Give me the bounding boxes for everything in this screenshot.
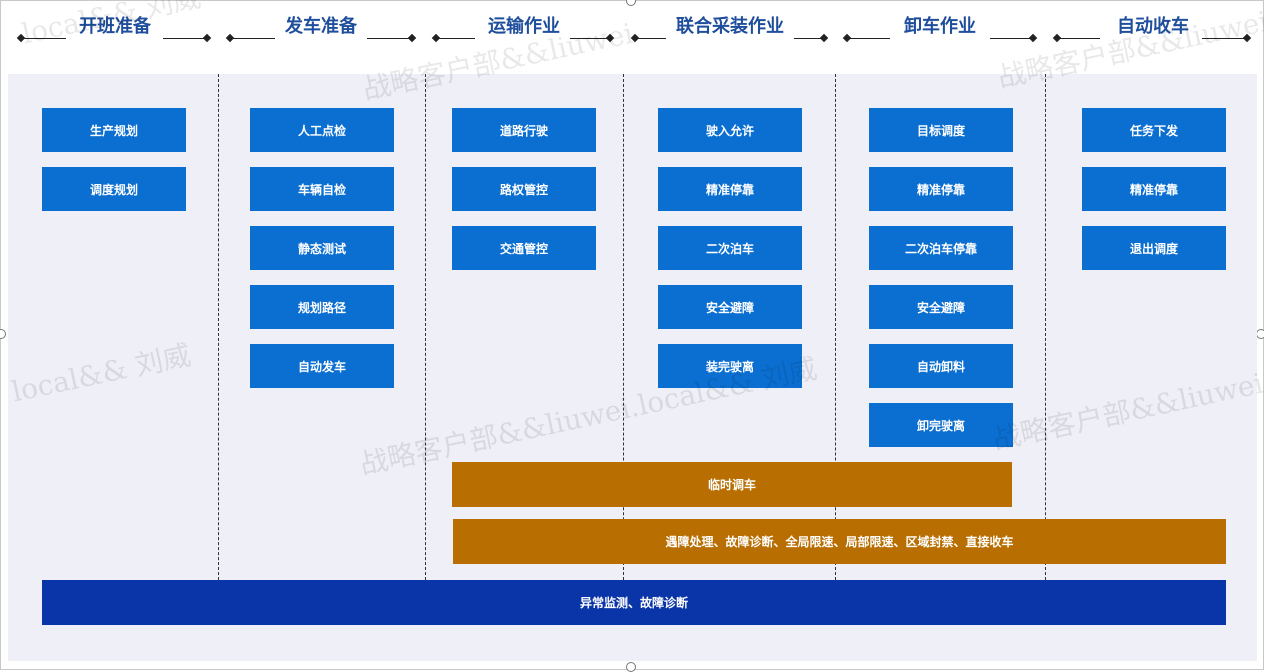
step-box[interactable]: 自动卸料 — [869, 344, 1013, 388]
step-box[interactable]: 精准停靠 — [869, 167, 1013, 211]
step-box[interactable]: 路权管控 — [452, 167, 596, 211]
header-line — [990, 38, 1034, 39]
header-title-0: 开班准备 — [79, 16, 151, 37]
header-title-1: 发车准备 — [285, 16, 357, 37]
resize-handle-bottom[interactable] — [626, 662, 636, 672]
header-line — [367, 38, 413, 39]
header-title-5: 自动收车 — [1117, 16, 1189, 37]
temp-dispatch-bar[interactable]: 临时调车 — [452, 462, 1012, 507]
column-divider — [623, 74, 624, 580]
header-line — [1056, 38, 1100, 39]
fault-handling-bar[interactable]: 遇障处理、故障诊断、全局限速、局部限速、区域封禁、直接收车 — [453, 519, 1226, 564]
header-line — [794, 38, 824, 39]
header-line — [634, 38, 666, 39]
step-box[interactable]: 规划路径 — [250, 285, 394, 329]
step-box[interactable]: 驶入允许 — [658, 108, 802, 152]
header-line — [20, 38, 66, 39]
header-title-3: 联合采装作业 — [676, 16, 784, 37]
step-box[interactable]: 生产规划 — [42, 108, 186, 152]
header-line — [570, 38, 610, 39]
header-line — [1202, 38, 1246, 39]
step-box[interactable]: 二次泊车停靠 — [869, 226, 1013, 270]
header-line — [846, 38, 890, 39]
step-box[interactable]: 车辆自检 — [250, 167, 394, 211]
resize-handle-left[interactable] — [0, 329, 6, 339]
step-box[interactable]: 卸完驶离 — [869, 403, 1013, 447]
step-box[interactable]: 退出调度 — [1082, 226, 1226, 270]
step-box[interactable]: 装完驶离 — [658, 344, 802, 388]
resize-handle-right[interactable] — [1256, 329, 1264, 339]
header-title-2: 运输作业 — [488, 16, 560, 37]
step-box[interactable]: 安全避障 — [869, 285, 1013, 329]
resize-handle-top[interactable] — [626, 0, 636, 6]
header-title-4: 卸车作业 — [904, 16, 976, 37]
step-box[interactable]: 精准停靠 — [658, 167, 802, 211]
column-divider — [835, 74, 836, 580]
header-line — [229, 38, 275, 39]
column-divider — [425, 74, 426, 580]
step-box[interactable]: 精准停靠 — [1082, 167, 1226, 211]
step-box[interactable]: 自动发车 — [250, 344, 394, 388]
header-line — [435, 38, 475, 39]
step-box[interactable]: 二次泊车 — [658, 226, 802, 270]
column-divider — [1045, 74, 1046, 580]
step-box[interactable]: 静态测试 — [250, 226, 394, 270]
monitoring-bar[interactable]: 异常监测、故障诊断 — [42, 580, 1226, 625]
diagram-panel — [8, 74, 1257, 661]
header-line — [163, 38, 209, 39]
step-box[interactable]: 交通管控 — [452, 226, 596, 270]
step-box[interactable]: 人工点检 — [250, 108, 394, 152]
step-box[interactable]: 道路行驶 — [452, 108, 596, 152]
column-divider — [218, 74, 219, 580]
step-box[interactable]: 目标调度 — [869, 108, 1013, 152]
step-box[interactable]: 调度规划 — [42, 167, 186, 211]
step-box[interactable]: 任务下发 — [1082, 108, 1226, 152]
step-box[interactable]: 安全避障 — [658, 285, 802, 329]
